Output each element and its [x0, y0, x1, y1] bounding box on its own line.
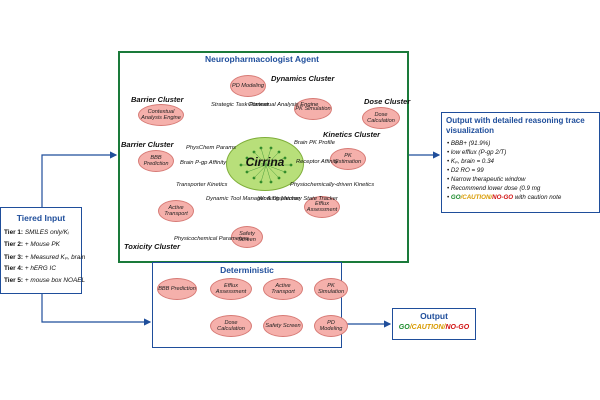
det-node-pk-simulation: PK Simulation [314, 278, 348, 300]
output-simple-verdict: GO/CAUTION/NO-GO [398, 324, 470, 331]
cluster-dynamics: Dynamics Cluster [271, 74, 335, 83]
node-efflux-assessment: Efflux Assessment [304, 196, 340, 218]
label-transporter-kinetics: Transporter Kinetics [176, 182, 228, 188]
node-bbb-prediction: BBB Prediction [138, 150, 174, 172]
label-brain-pk-profile: Brain PK Profile [294, 140, 335, 146]
output-simple-panel [392, 308, 476, 340]
label-physchem-params: PhysChem Params [186, 145, 236, 151]
node-contextual-analysis: Contextual Analysis Engine [138, 104, 184, 126]
label-strategic-task-planner: Strategic Task Planner [211, 102, 270, 108]
det-node-active-transport: Active Transport [263, 278, 303, 300]
label-dynamic-tool-manager: Dynamic Tool Manager & Dispatcher [206, 196, 300, 203]
label-physicochemical-parameters: Physicochemical Parameters [174, 236, 249, 242]
node-pk-estimation: PK Estimation [330, 148, 366, 170]
tiered-input-panel [0, 207, 82, 294]
label-working-memory: Working Memory State Tracker [258, 196, 338, 202]
tiered-input-title: Tiered Input [16, 213, 66, 223]
arrow-input-to-deterministic [41, 294, 152, 326]
node-dose-calculation: Dose Calculation [362, 107, 400, 129]
output-bullet-4: • D2 RO = 99 [447, 167, 484, 174]
output-bullet-5: • Narrow therapeutic window [447, 176, 526, 183]
tier-5: Tier 5: + mouse box NOAEL [4, 277, 86, 284]
cluster-barrier-top: Barrier Cluster [131, 95, 184, 104]
label-brain-pgp-affinity: Brain P-gp Affinity [180, 160, 227, 166]
agent-title: Neuropharmacologist Agent [205, 54, 319, 64]
output-simple-title: Output [420, 311, 448, 321]
cluster-dose: Dose Cluster [364, 97, 411, 106]
node-active-transport: Active Transport [158, 200, 194, 222]
det-node-bbb-prediction: BBB Prediction [157, 278, 197, 300]
output-detailed-title: Output with detailed reasoning trace vis… [446, 116, 585, 135]
node-pk-simulation: PK Simulation [294, 98, 332, 120]
det-node-safety-screen: Safety Screen [263, 315, 303, 337]
det-node-pd-modeling: PD Modeling [314, 315, 348, 337]
tier-4: Tier 4: + hERG IC [4, 265, 56, 272]
output-bullet-3: • Kₚ, brain = 0.34 [447, 158, 494, 165]
cirrina-neural-pattern [239, 146, 293, 184]
cirrina-label: Cirrina [245, 155, 285, 169]
deterministic-panel [152, 262, 342, 348]
tier-1: Tier 1: SMILES only/Kᵢ [4, 229, 69, 236]
output-verdict-detailed: • GO/CAUTION/NO-GO with caution note [447, 194, 562, 201]
label-contextual-analysis: Contextual Analysis Engine [248, 102, 318, 109]
cirrina-core [226, 137, 304, 191]
node-safety-screen: Safety Screen [231, 226, 263, 248]
cluster-barrier: Barrier Cluster [121, 140, 174, 149]
det-node-efflux-assessment: Efflux Assessment [210, 278, 252, 300]
output-bullet-6: • Recommend lower dose (0.9 mg [447, 185, 541, 192]
label-physiochemically-driven: Physiochemically-driven Kinetics [290, 182, 375, 188]
output-bullet-1: • BBB+ (91.9%) [447, 140, 491, 147]
deterministic-title: Deterministic [220, 265, 274, 275]
tier-2: Tier 2: + Mouse PK [4, 241, 60, 248]
cluster-kinetics: Kinetics Cluster [323, 130, 381, 139]
node-pd-modeling: PD Modeling [230, 75, 266, 97]
det-node-dose-calculation: Dose Calculation [210, 315, 252, 337]
tier-3: Tier 3: + Measured Kₚ, brain [4, 254, 86, 261]
output-detailed-panel [441, 112, 600, 213]
cluster-toxicity: Toxicity Cluster [124, 242, 180, 251]
output-bullet-2: • low efflux (P-gp 2/T) [447, 149, 507, 156]
label-receptor-affinity: Receptor Affinity [296, 159, 339, 165]
arrow-input-to-agent [41, 151, 118, 207]
